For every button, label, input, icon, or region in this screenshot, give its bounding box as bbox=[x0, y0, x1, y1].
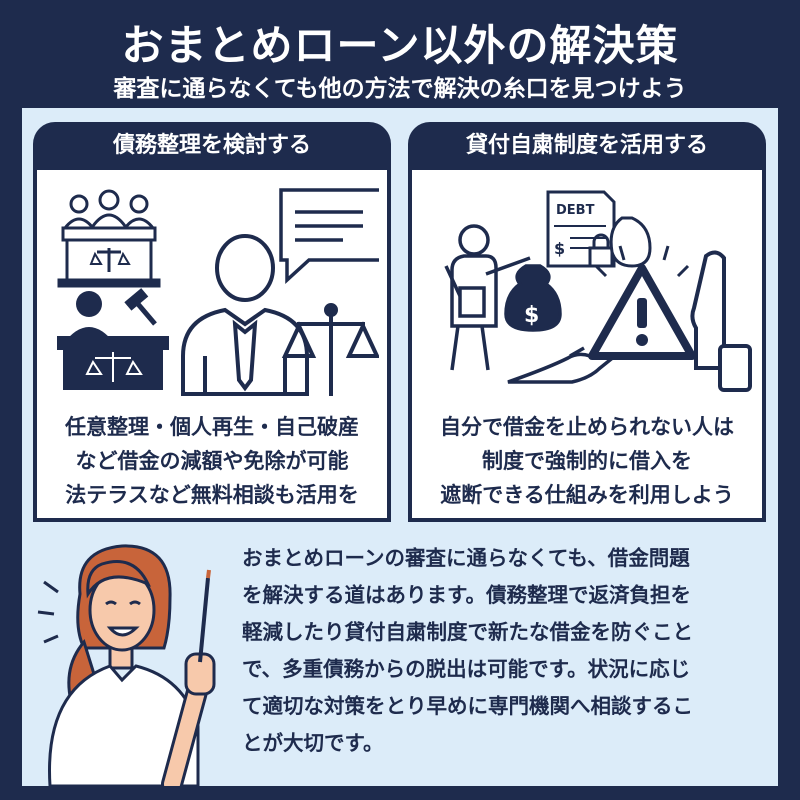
woman-pointing-icon bbox=[37, 544, 216, 786]
summary-line: を解決する道はあります。債務整理で返済負担を bbox=[242, 583, 691, 607]
panel-lending-restriction: DEBT $ $ bbox=[408, 156, 766, 522]
panel-heading-debt-restructuring: 債務整理を検討する bbox=[33, 122, 391, 170]
panel-text-line: など借金の減額や免除が可能 bbox=[75, 449, 349, 473]
panel-text-line: 遮断できる仕組みを利用しよう bbox=[440, 483, 734, 507]
page-title: おまとめローン以外の解決策 bbox=[121, 21, 679, 70]
panel-text-line: 制度で強制的に借入を bbox=[482, 449, 692, 473]
person-with-money-bag-icon: $ bbox=[444, 224, 562, 371]
panel-debt-restructuring: 任意整理・個人再生・自己破産 など借金の減額や免除が可能 法テラスなど無料相談も… bbox=[33, 156, 391, 522]
dollar-sign: $ bbox=[554, 239, 565, 258]
debt-label: DEBT bbox=[556, 203, 595, 218]
panel-text-line: 任意整理・個人再生・自己破産 bbox=[65, 415, 359, 439]
legal-illustration bbox=[57, 188, 379, 396]
summary-line: 軽減したり貸付自粛制度で新たな借金を防ぐこと bbox=[242, 620, 693, 644]
panel-text-line: 自分で借金を止められない人は bbox=[440, 415, 734, 439]
warning-icon bbox=[588, 245, 696, 360]
summary-line: おまとめローンの審査に通らなくても、借金問題 bbox=[242, 546, 690, 570]
page-subtitle: 審査に通らなくても他の方法で解決の糸口を見つけよう bbox=[113, 76, 687, 102]
summary-line: て適切な対策をとり早めに専門機関へ相談するこ bbox=[242, 694, 693, 718]
money-bag-dollar: $ bbox=[524, 303, 539, 328]
scales-icon bbox=[281, 303, 379, 396]
panel-text-line: 法テラスなど無料相談も活用を bbox=[65, 483, 359, 507]
debt-document-icon: DEBT $ bbox=[546, 190, 652, 268]
summary-line: とが大切です。 bbox=[242, 731, 384, 755]
stop-hand-icon bbox=[690, 250, 752, 392]
summary-text: おまとめローンの審査に通らなくても、借金問題 を解決する道はあります。債務整理で… bbox=[242, 540, 772, 762]
judges-bench-icon bbox=[57, 189, 161, 288]
summary-line: で、多重債務からの脱出は可能です。状況に応じ bbox=[242, 657, 691, 681]
judge-gavel-icon bbox=[57, 288, 169, 390]
lending-restriction-illustration: DEBT $ $ bbox=[444, 190, 752, 392]
speech-bubble-icon bbox=[279, 188, 379, 284]
panel-heading-lending-restriction: 貸付自粛制度を活用する bbox=[408, 122, 766, 170]
